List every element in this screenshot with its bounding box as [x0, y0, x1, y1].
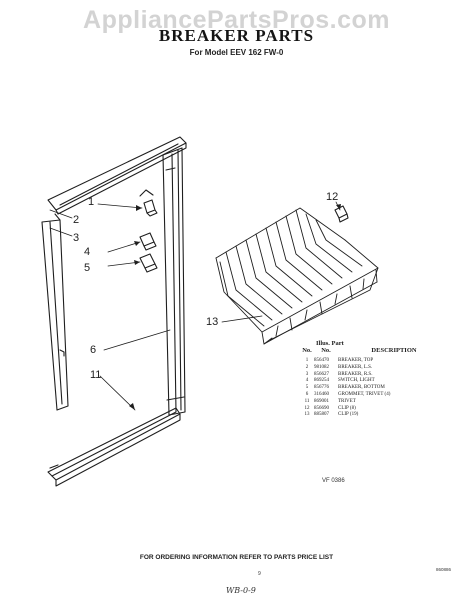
table-cell-part: 856627: [314, 371, 329, 377]
table-cell-desc: SWITCH, LIGHT: [338, 378, 375, 384]
table-cell-desc: BREAKER, BOTTOM: [338, 385, 385, 391]
parts-list-table: Illus. Part No. No. DESCRIPTION 1 856470…: [300, 340, 450, 419]
clip-12-part: [139, 232, 157, 251]
callout-1: 2: [73, 214, 80, 226]
table-row: 3 856627 BREAKER, R.S.: [300, 372, 450, 379]
table-cell-no: 1: [305, 358, 309, 363]
diagram-code: VF 0386: [322, 478, 345, 484]
table-cell-desc: CLIP (19): [338, 412, 359, 418]
table-header-illus-part: Illus. Part: [316, 340, 344, 347]
table-cell-desc: GROMMET, TRIVET (4): [338, 391, 391, 397]
callout-3: 6: [90, 344, 97, 356]
callout-12: 4: [84, 246, 91, 258]
table-header-part-no: No.: [321, 347, 331, 354]
table-cell-no: 3: [305, 371, 309, 377]
table-cell-desc: BREAKER, L.S.: [338, 364, 373, 370]
table-row: 12 856690 CLIP (8): [300, 406, 450, 413]
table-cell-part: 316460: [314, 391, 329, 397]
page-number: 9: [258, 571, 261, 577]
table-cell-no: 13: [304, 412, 310, 418]
breaker-left-part: [41, 213, 69, 411]
watermark: AppliancePartsPros.com: [83, 6, 390, 34]
model-subtitle: For Model EEV 162 FW-0: [189, 48, 284, 57]
table-row: 11 869001 TRIVET: [300, 399, 450, 406]
table-cell-part: 885807: [314, 412, 329, 418]
table-cell-desc: BREAKER, TOP: [338, 358, 374, 363]
table-row: 2 981082 BREAKER, L.S.: [300, 365, 450, 372]
handwritten-note: WB-0-9: [226, 586, 256, 595]
table-cell-part: 856470: [314, 358, 329, 363]
trivet-grommet-part: [334, 205, 349, 223]
table-cell-no: 12: [304, 405, 310, 411]
table-cell-no: 2: [305, 364, 309, 370]
breaker-bottom-part: [47, 407, 181, 487]
callout-4: 1: [88, 196, 95, 208]
ordering-info-note: FOR ORDERING INFORMATION REFER TO PARTS …: [139, 554, 334, 561]
table-header-no: No.: [302, 347, 312, 354]
table-cell-desc: CLIP (8): [338, 405, 356, 411]
callout-6: 12: [326, 191, 339, 203]
table-cell-part: 869254: [314, 378, 329, 384]
table-row: 5 856776 BREAKER, BOTTOM: [300, 385, 450, 392]
breaker-top-part: [47, 136, 187, 215]
table-header-description: DESCRIPTION: [371, 347, 417, 354]
wire-trivet-part: [215, 207, 379, 345]
table-cell-no: 6: [305, 391, 309, 397]
table-cell-no: 5: [305, 385, 309, 391]
table-row: 1 856470 BREAKER, TOP: [300, 358, 450, 365]
table-row: 6 316460 GROMMET, TRIVET (4): [300, 392, 450, 399]
table-cell-no: 11: [304, 398, 310, 404]
table-header-row: No. No. DESCRIPTION: [300, 347, 450, 354]
callout-5: 11: [90, 369, 102, 381]
callout-13: 5: [84, 262, 91, 274]
table-row: 13 885807 CLIP (19): [300, 412, 450, 419]
table-cell-part: 856690: [314, 405, 329, 411]
breaker-right-part: [162, 147, 186, 416]
table-cell-desc: BREAKER, R.S.: [338, 371, 373, 377]
table-cell-part: 981082: [314, 364, 329, 370]
sheet-code: 860886: [436, 567, 452, 572]
table-cell-no: 4: [305, 378, 309, 384]
clip-13-part: [139, 253, 158, 273]
callout-11: 13: [206, 316, 219, 328]
table-cell-desc: TRIVET: [338, 398, 356, 404]
table-cell-part: 856776: [314, 385, 329, 391]
page-title: BREAKER PARTS: [158, 26, 315, 45]
callout-2: 3: [73, 232, 80, 244]
leader-arrowheads: [129, 204, 341, 410]
table-cell-part: 869001: [314, 398, 329, 404]
light-switch-part: [139, 189, 158, 217]
table-row: 4 869254 SWITCH, LIGHT: [300, 378, 450, 385]
